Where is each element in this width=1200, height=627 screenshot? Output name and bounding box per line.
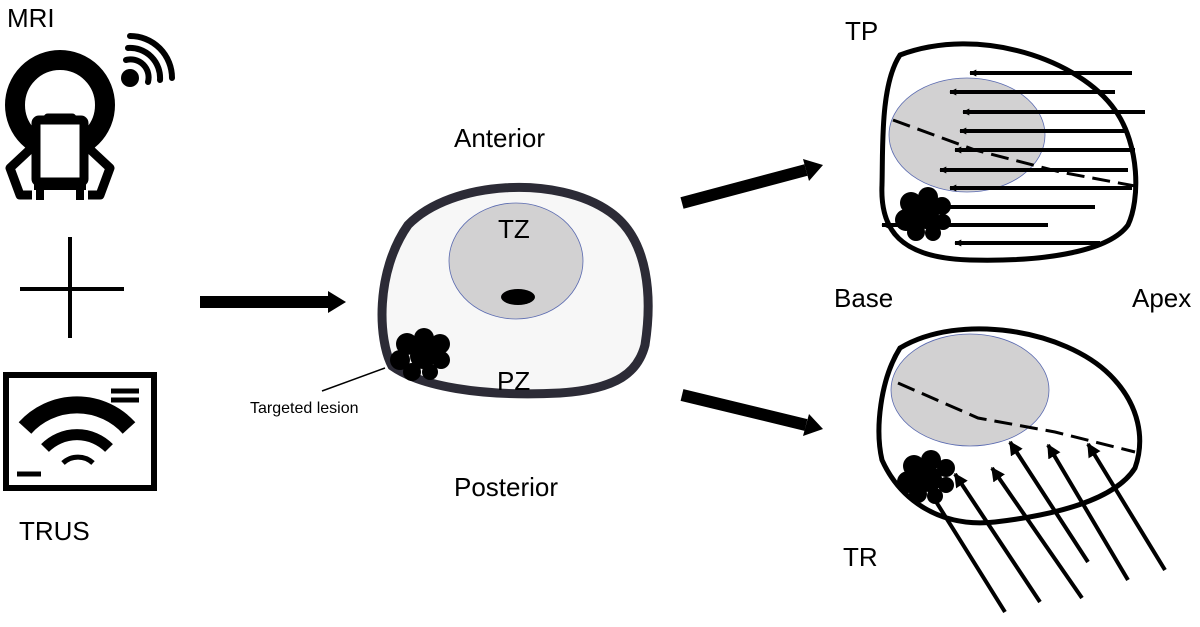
- tp-sagittal-view: [879, 41, 1145, 263]
- targeted-lesion-label: Targeted lesion: [250, 400, 359, 417]
- base-label: Base: [834, 283, 894, 313]
- tr-needle-arrows: [933, 440, 1167, 614]
- prostate-cross-section: [321, 182, 653, 399]
- lesion-blob-icon: [390, 328, 450, 381]
- anterior-label: Anterior: [454, 123, 546, 153]
- plus-icon: [20, 237, 124, 338]
- transition-zone: [448, 202, 584, 320]
- tp-label: TP: [845, 16, 879, 46]
- lesion-leader-line: [321, 367, 386, 392]
- mri-scanner-icon: [5, 33, 175, 200]
- ultrasound-monitor-icon: [3, 372, 157, 491]
- fusion-arrow: [200, 291, 346, 313]
- urethra-mark: [501, 289, 535, 305]
- trus-label: TRUS: [19, 516, 90, 546]
- peripheral-zone-label: PZ: [497, 366, 531, 396]
- transition-zone-label: TZ: [498, 214, 530, 244]
- mri-label: MRI: [7, 3, 55, 33]
- apex-label: Apex: [1132, 283, 1192, 313]
- arrow-to-tp: [680, 159, 823, 209]
- arrow-to-tr: [680, 389, 823, 436]
- tr-label: TR: [843, 542, 878, 572]
- posterior-label: Posterior: [454, 472, 559, 502]
- tp-lesion-blob-icon: [895, 187, 951, 241]
- tr-lesion-blob-icon: [897, 450, 955, 504]
- tr-sagittal-view: [876, 326, 1167, 614]
